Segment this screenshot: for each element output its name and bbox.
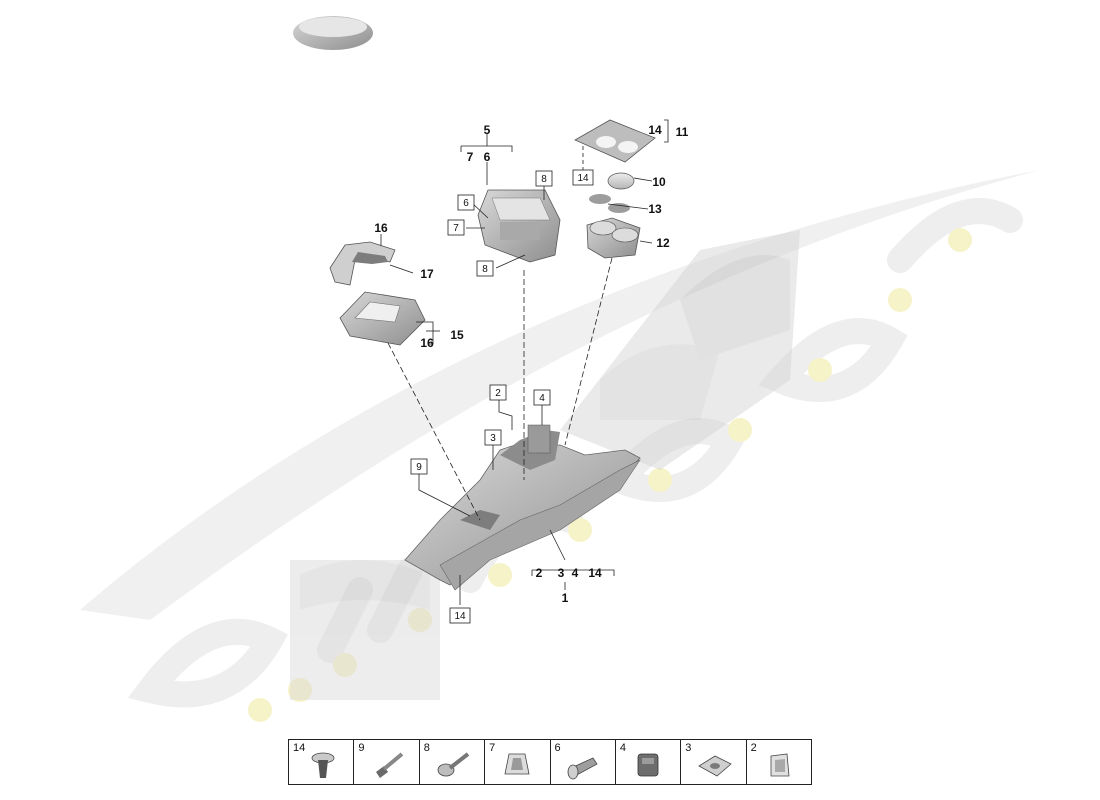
boxed-label-14-bottom: 14 [454, 611, 466, 622]
boxed-label-9: 9 [416, 462, 422, 473]
legend-number: 6 [554, 742, 561, 754]
legend-cell-3: 3 [681, 740, 747, 784]
callout-15: 15 [450, 328, 464, 342]
cover-cap-highlight [299, 17, 367, 37]
callout-16-top: 16 [374, 221, 388, 235]
bolt-icon [376, 752, 404, 778]
legend-cell-7: 7 [485, 740, 551, 784]
callout-4: 4 [572, 566, 579, 580]
callout-1: 1 [562, 591, 569, 605]
callout-13: 13 [648, 202, 662, 216]
legend-number: 8 [423, 742, 430, 754]
callout-14-top: 14 [648, 123, 662, 137]
boxed-label-2: 2 [495, 388, 501, 399]
legend-number: 7 [489, 742, 496, 754]
callout-11: 11 [676, 125, 689, 139]
leader-lines [380, 119, 669, 605]
legend-cell-6: 6 [551, 740, 616, 784]
legend-cell-8: 8 [420, 740, 486, 784]
tray-part-5 [477, 189, 561, 263]
callout-7: 7 [467, 150, 474, 164]
boxed-label-3: 3 [490, 433, 496, 444]
retaining-clip-icon [698, 755, 732, 777]
callout-10: 10 [652, 175, 666, 189]
boxed-label-8-top: 8 [541, 174, 547, 185]
mat-part-11 [574, 119, 656, 163]
callout-2: 2 [536, 566, 543, 580]
legend-number: 2 [750, 742, 757, 754]
legend-cell-2: 2 [747, 740, 811, 784]
boxed-label-4: 4 [539, 393, 545, 404]
disc-part-13b [608, 203, 630, 213]
expanding-rivet-icon [567, 757, 598, 780]
legend-cell-9: 9 [354, 740, 420, 784]
callout-3: 3 [558, 566, 565, 580]
legend-number: 3 [685, 742, 692, 754]
center-console [404, 424, 641, 591]
disc-part-13 [589, 194, 611, 204]
trim-part-16 [329, 241, 396, 286]
spring-nut-icon [637, 753, 659, 777]
legend-number: 9 [358, 742, 365, 754]
callout-12: 12 [656, 236, 670, 250]
callout-6: 6 [484, 150, 491, 164]
watermark-tagline [248, 228, 972, 722]
legend-cell-14: 14 [289, 740, 355, 784]
bracket-clip-icon [770, 753, 790, 777]
legend-number: 14 [293, 742, 306, 754]
ring-part-10 [607, 172, 635, 190]
screw-icon [437, 752, 469, 777]
legend-cell-4: 4 [616, 740, 682, 784]
callout-17: 17 [420, 267, 434, 281]
callout-14-bottom: 14 [588, 566, 602, 580]
boxed-labels: 6 7 8 8 14 2 4 3 9 14 [410, 169, 594, 624]
boxed-label-6: 6 [463, 198, 469, 209]
legend-number: 4 [619, 742, 626, 754]
clip-icon [504, 753, 530, 775]
boxed-label-7: 7 [453, 223, 459, 234]
fastener-legend: 14 9 8 7 6 4 [288, 739, 812, 785]
callout-numbers: 5 7 6 14 11 10 13 12 16 17 16 15 2 3 4 1… [374, 123, 688, 605]
boxed-label-14-top: 14 [577, 173, 589, 184]
push-rivet-icon [311, 752, 335, 778]
callout-16-bottom: 16 [420, 336, 434, 350]
interior-background [290, 230, 800, 700]
cupholder-part-12 [586, 217, 641, 259]
watermark-swoosh [80, 170, 1040, 620]
callout-5: 5 [484, 123, 491, 137]
boxed-label-8-bottom: 8 [482, 264, 488, 275]
bezel-part-15 [339, 291, 426, 346]
